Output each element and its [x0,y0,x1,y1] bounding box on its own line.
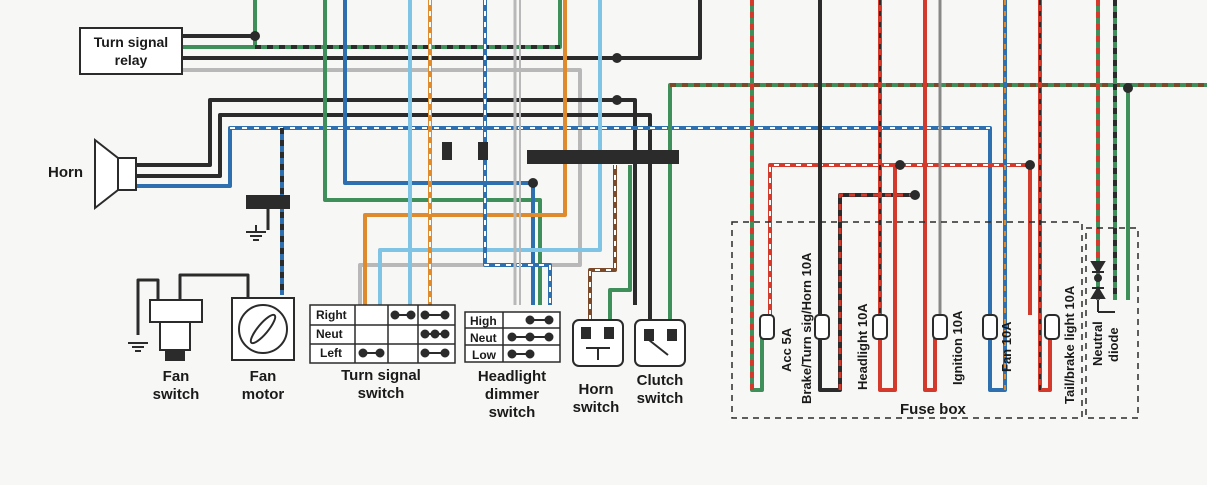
horn-switch-line1: Horn [578,381,614,398]
horn-switch-label: Horn switch [565,381,627,417]
wire-fuse-fan [988,0,1007,392]
turn-signal-relay-box [79,27,183,75]
ground-symbol-2 [128,342,148,352]
turn-signal-relay-line2: relay [114,52,148,68]
turn-signal-row-neut: Neut [316,327,343,341]
wires-layer [136,0,1207,392]
fuse-label-brake: Brake/Turn sig/Horn 10A [799,252,814,404]
wire-fuse-acc-top-dash [769,164,1030,315]
fuse-label-ign: Ignition 10A [950,310,965,385]
wire-relay-black [182,0,257,38]
dimmer-line2: dimmer [484,386,540,403]
connector-block-main [527,150,679,164]
wire-green-vert [323,0,542,305]
fan-motor-label: Fan motor [232,368,294,404]
neutral-diode-outline [1085,227,1139,419]
wire-relay-black-2 [182,0,702,60]
turn-signal-switch-line2: switch [357,385,405,402]
dimmer-switch-contacts [507,315,554,359]
wire-fuse-tail [1038,0,1052,392]
fuse-brake [814,314,830,340]
wire-orange-a [363,0,567,305]
horn-label: Horn [48,164,83,181]
dimmer-line1: Headlight [477,368,547,385]
dimmer-row-neut: Neut [470,331,497,345]
wire-fan-switch [136,273,250,335]
wire-fuse-brake-red [838,193,915,390]
neutral-diode-line1: Neutral [1090,321,1105,366]
connector-block-ground [246,195,290,209]
wire-horn-black [136,98,637,305]
fuse-tail [1044,314,1060,340]
fuse-fan [982,314,998,340]
turn-signal-switch-contacts [358,310,450,358]
fuses [759,314,1060,340]
wire-blue-b-dash [484,0,551,305]
junctions [250,31,1133,282]
fan-motor-line1: Fan [249,368,277,385]
fuse-box-label: Fuse box [900,401,966,418]
wire-fuse-ign [923,0,937,392]
horn-icon [94,137,137,211]
turn-signal-row-right: Right [316,308,347,322]
fuse-label-acc: Acc 5A [779,327,794,372]
fan-switch-icon [149,299,203,361]
clutch-switch-line2: switch [636,390,684,407]
fan-motor-icon [231,297,295,361]
diode-icon [1090,261,1115,313]
fuse-label-head: Headlight 10A [855,303,870,390]
wire-green-horn [608,165,632,320]
neutral-diode-line2: diode [1106,327,1121,362]
connector-small-2 [478,142,488,160]
dimmer-row-low: Low [472,348,496,362]
turn-signal-relay-line1: Turn signal [93,34,169,50]
fan-switch-line1: Fan [162,368,190,385]
horn-switch-icon [572,319,624,367]
turn-signal-switch-line1: Turn signal [341,367,421,384]
wire-lightblue-a [378,0,602,305]
headlight-dimmer-switch-label: Headlight dimmer switch [468,368,556,422]
fuse-ign [932,314,948,340]
wire-brown-horn-dash [589,165,616,320]
turn-signal-row-left: Left [320,346,342,360]
fan-switch-label: Fan switch [145,368,207,404]
connector-small-1 [442,142,452,160]
fan-motor-line2: motor [241,386,285,403]
wire-blue-vert [343,0,535,305]
fuse-box-outline [731,221,1083,419]
dimmer-row-high: High [470,314,497,328]
turn-signal-relay-label: Turn signal relay [80,28,182,74]
clutch-switch-label: Clutch switch [628,372,692,408]
wire-relay-grey [182,68,582,305]
fuse-label-tail: Tail/brake light 10A [1062,285,1077,404]
horn-switch-line2: switch [572,399,620,416]
dimmer-line3: switch [488,404,536,421]
wire-relay-green [182,0,562,49]
fuse-head [872,314,888,340]
clutch-switch-icon [634,319,686,367]
ground-symbol-1 [246,225,266,241]
fuse-acc [759,314,775,340]
turn-signal-switch-label: Turn signal switch [322,367,440,403]
fan-switch-line2: switch [152,386,200,403]
clutch-switch-line1: Clutch [636,372,684,389]
fuse-label-fan: Fan 10A [999,321,1014,372]
